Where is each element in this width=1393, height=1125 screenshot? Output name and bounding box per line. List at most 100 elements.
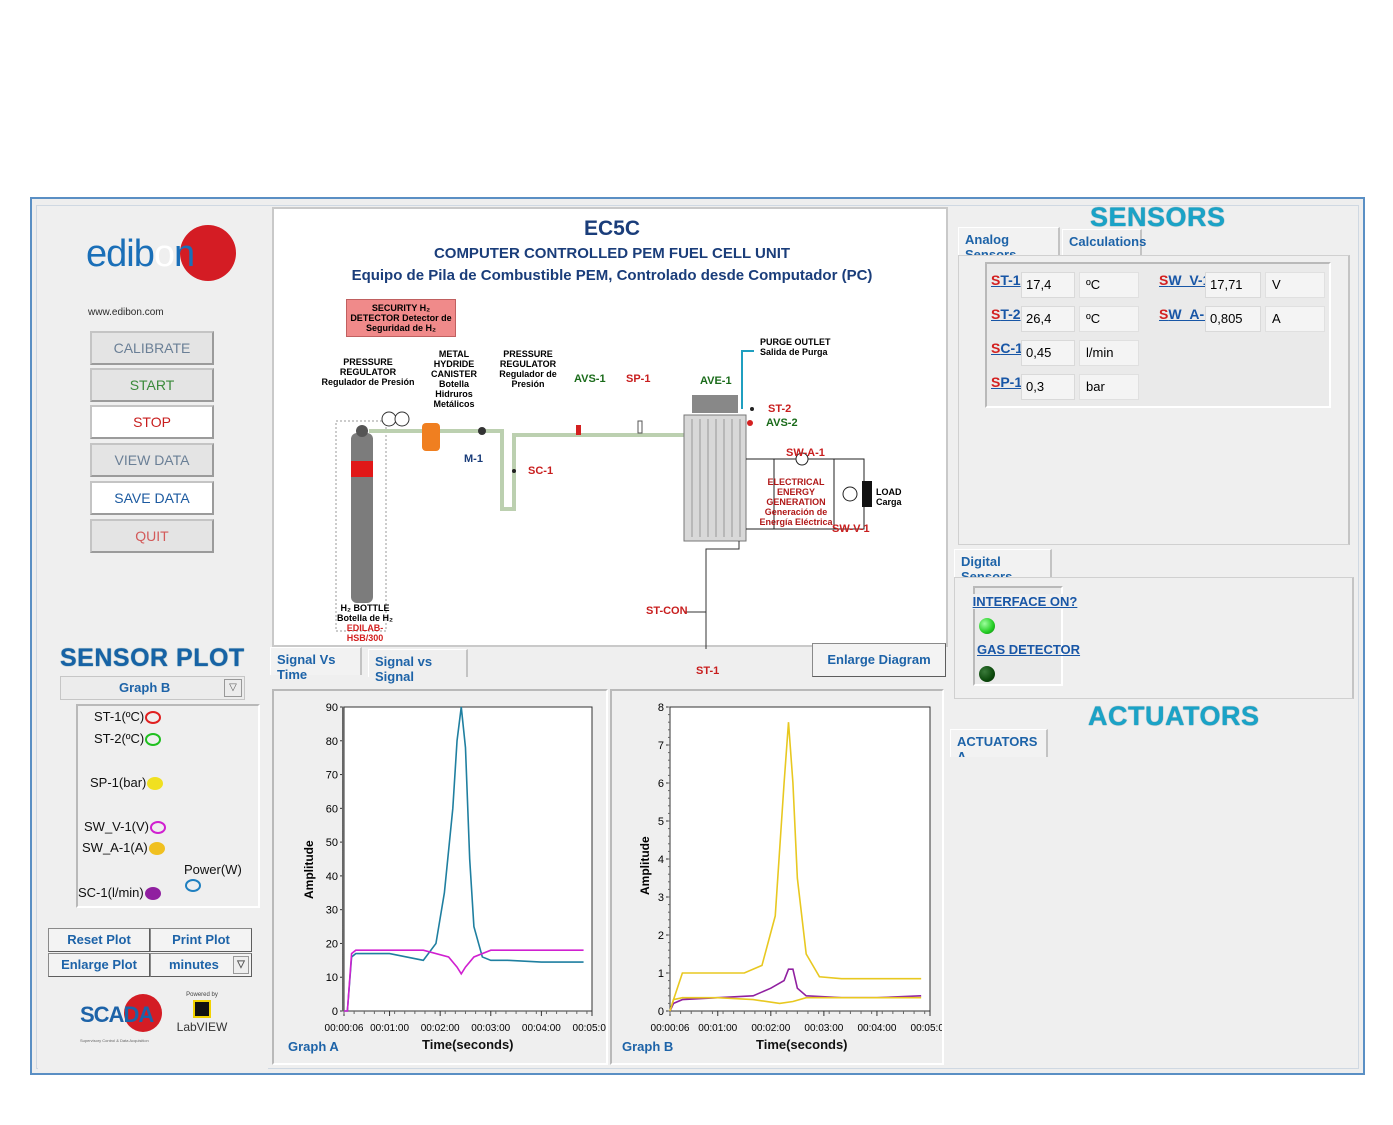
- sensor-plot-panel: SENSOR PLOT Graph B ▽ ST-1(ºC) ST-2(ºC) …: [38, 636, 268, 1071]
- sp1-sensor-tag[interactable]: SP-1: [991, 374, 1023, 390]
- plot-area: [669, 706, 931, 1012]
- x-tick-label: 00:02:00: [421, 1023, 460, 1034]
- sp1-unit: bar: [1079, 374, 1139, 400]
- st2-value: 26,4: [1021, 306, 1075, 332]
- st2-tag[interactable]: ST-2: [768, 403, 792, 415]
- graph-select[interactable]: Graph B ▽: [60, 676, 245, 700]
- legend-swatch-icon: [145, 711, 162, 725]
- app-window: edibon www.edibon.com CALIBRATE START ST…: [30, 197, 1365, 1075]
- legend-swv1[interactable]: SW_V-1(V): [84, 819, 167, 835]
- st1-tag[interactable]: ST-1: [696, 665, 720, 677]
- powered-by-label: Powered by: [186, 992, 218, 998]
- enlarge-plot-button[interactable]: Enlarge Plot: [48, 953, 150, 977]
- x-tick-label: 00:05:00: [573, 1023, 606, 1034]
- avs2-tag[interactable]: AVS-2: [766, 417, 798, 429]
- start-button[interactable]: START: [90, 368, 214, 402]
- legend-swatch-icon: [185, 879, 201, 893]
- logo-url[interactable]: www.edibon.com: [88, 307, 164, 318]
- graph-b-ylabel: Amplitude: [638, 836, 652, 895]
- tab-actuators-a[interactable]: ACTUATORS A: [950, 729, 1048, 764]
- graph-b-name: Graph B: [622, 1039, 674, 1054]
- legend-label: SW_V-1(V): [84, 819, 150, 834]
- quit-button[interactable]: QUIT: [90, 519, 214, 553]
- swa1-tag[interactable]: SW-A-1: [786, 447, 825, 459]
- st1-sensor-tag[interactable]: ST-1: [991, 272, 1021, 288]
- save-data-button[interactable]: SAVE DATA: [90, 481, 214, 515]
- stcon-tag[interactable]: ST-CON: [646, 605, 688, 617]
- sc1-sensor-tag[interactable]: SC-1: [991, 340, 1023, 356]
- y-tick-label: 60: [326, 803, 338, 815]
- gas-detector-led: [979, 666, 995, 682]
- m1-tag[interactable]: M-1: [464, 453, 483, 465]
- tab-analog-sensors[interactable]: Analog Sensors: [958, 227, 1060, 262]
- logo-text: edibon: [86, 233, 195, 275]
- avs1-valve: [576, 425, 581, 435]
- swa1-sensor-tag[interactable]: SW_A-1: [1159, 306, 1212, 322]
- chevron-down-icon[interactable]: ▽: [233, 956, 249, 974]
- enlarge-diagram-button[interactable]: Enlarge Diagram: [812, 643, 946, 677]
- avs2-dot: [747, 420, 753, 426]
- chevron-down-icon[interactable]: ▽: [224, 679, 242, 697]
- stop-button[interactable]: STOP: [90, 405, 214, 439]
- metal-hydride-canister: [422, 423, 440, 451]
- legend-power[interactable]: Power(W): [184, 862, 258, 893]
- tab-signal-vs-time[interactable]: Signal Vs Time: [270, 647, 362, 682]
- process-diagram-panel: EC5C COMPUTER CONTROLLED PEM FUEL CELL U…: [272, 207, 948, 677]
- print-plot-button[interactable]: Print Plot: [150, 928, 252, 952]
- pressure-gauge-1: [381, 411, 397, 427]
- legend-st1[interactable]: ST-1(ºC): [94, 709, 162, 725]
- avs1-tag[interactable]: AVS-1: [574, 373, 606, 385]
- legend-label: ST-2(ºC): [94, 731, 145, 746]
- legend-swatch-icon: [150, 821, 167, 835]
- swv1-sensor-tag[interactable]: SW_V-1: [1159, 272, 1211, 288]
- labview-icon: [193, 1000, 211, 1018]
- sensors-title: SENSORS: [1090, 202, 1226, 232]
- st1-unit: ºC: [1079, 272, 1139, 298]
- legend-sp1[interactable]: SP-1(bar): [90, 775, 164, 791]
- tab-calculations[interactable]: Calculations: [1062, 229, 1146, 257]
- ave1-tag[interactable]: AVE-1: [700, 375, 732, 387]
- x-tick-label: 00:04:00: [522, 1023, 561, 1034]
- tab-signal-vs-signal[interactable]: Signal vs Signal: [368, 649, 468, 684]
- reset-plot-button[interactable]: Reset Plot: [48, 928, 150, 952]
- st2-sensor-tag[interactable]: ST-2: [991, 306, 1021, 322]
- interface-on-label: IINTERFACE ON?: [972, 594, 1078, 609]
- y-tick-label: 40: [326, 871, 338, 883]
- actuators-title: ACTUATORS: [1088, 701, 1260, 731]
- fuel-cell-ribs: [691, 419, 741, 537]
- gas-detector-text: GAS DETECTOR: [977, 642, 1081, 657]
- swa1-value: 0,805: [1205, 306, 1261, 332]
- y-tick-label: 0: [332, 1006, 338, 1018]
- legend-sc1[interactable]: SC-1(l/min): [78, 885, 161, 901]
- sc1-unit: l/min: [1079, 340, 1139, 366]
- y-tick-label: 70: [326, 770, 338, 782]
- graph-a-name: Graph A: [288, 1039, 339, 1054]
- legend-swatch-icon: [144, 887, 161, 901]
- graph-b-xlabel: Time(seconds): [756, 1037, 848, 1052]
- sp1-tag[interactable]: SP-1: [626, 373, 651, 385]
- view-data-button[interactable]: VIEW DATA: [90, 443, 214, 477]
- electric-circuit: [746, 458, 865, 530]
- sc1-tag[interactable]: SC-1: [528, 465, 554, 477]
- legend-swa1[interactable]: SW_A-1(A): [82, 840, 165, 856]
- interface-on-text: INTERFACE ON?: [972, 594, 1078, 609]
- h2-bottle-band: [351, 461, 373, 477]
- legend-st2[interactable]: ST-2(ºC): [94, 731, 162, 747]
- unit-title-es: Equipo de Pila de Combustible PEM, Contr…: [351, 267, 873, 284]
- security-detector[interactable]: SECURITY H₂ DETECTOR Detector de Segurid…: [346, 299, 456, 337]
- h2-bottle-valve: [356, 425, 368, 437]
- m1-sensor: [478, 427, 486, 435]
- scada-logo: SCADA Supervisory Control & Data Acquisi…: [78, 994, 178, 1054]
- purge-pipe: [741, 350, 754, 409]
- swv1-tag[interactable]: SW-V-1: [832, 523, 870, 535]
- calibrate-button[interactable]: CALIBRATE: [90, 331, 214, 365]
- tab-digital-sensors[interactable]: Digital Sensors: [954, 549, 1052, 584]
- labview-label: LabVIEW: [176, 1020, 228, 1034]
- time-unit-select[interactable]: minutes ▽: [150, 953, 252, 977]
